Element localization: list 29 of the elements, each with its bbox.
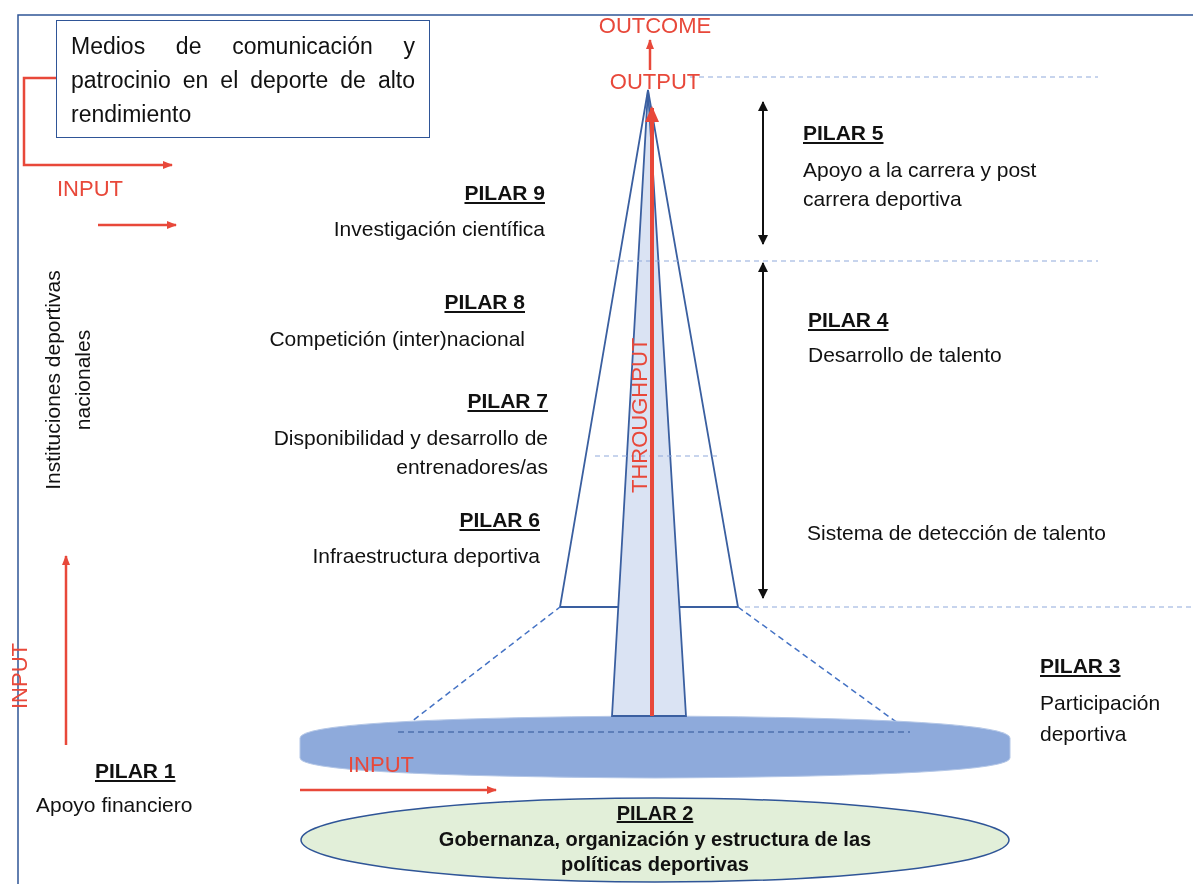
- pillar-heading: PILAR 1: [95, 758, 176, 784]
- flow-label: INPUT: [348, 751, 415, 779]
- pillar-description: Desarrollo de talento: [808, 342, 1003, 368]
- pillar-description: Apoyo financiero: [36, 792, 194, 818]
- pillar-description: Sistema de detección de talento: [807, 520, 1107, 546]
- pillar-description: Gobernanza, organización y estructura de las políticas deportivas: [437, 827, 873, 877]
- arrow: [646, 39, 654, 70]
- arrow: [22, 76, 173, 169]
- pillar-heading: PILAR 5: [803, 120, 884, 146]
- pillar-heading: PILAR 8: [444, 289, 525, 315]
- text-box: Medios de comunicación y patrocinio en el deporte de alto rendimiento: [56, 20, 430, 138]
- pillar-heading: PILAR 3: [1040, 653, 1121, 679]
- pillar-description: Infraestructura deportiva: [311, 543, 540, 569]
- flow-label: THROUGHPUT: [626, 337, 653, 493]
- pillar-description: Disponibilidad y desarrollo de entrenadores/as: [272, 425, 548, 480]
- pillar-heading: PILAR 2: [615, 801, 695, 826]
- pillar-heading: PILAR 7: [467, 388, 548, 414]
- flow-label: INPUT: [6, 643, 33, 709]
- pillar-description: Participación deportiva: [1040, 690, 1162, 747]
- pillar-description: Investigación científica: [332, 216, 545, 242]
- vertical-label: Instituciones deportivas nacionales: [40, 269, 95, 492]
- flow-label: OUTPUT: [598, 66, 712, 98]
- pillar-description: Apoyo a la carrera y post carrera deportiva: [803, 157, 1038, 212]
- flow-label: OUTCOME: [590, 10, 720, 42]
- pillar-heading: PILAR 4: [808, 307, 889, 333]
- pillar-heading: PILAR 6: [459, 507, 540, 533]
- flow-label: INPUT: [57, 175, 124, 203]
- pillar-heading: PILAR 9: [464, 180, 545, 206]
- pillar-description: Competición (inter)nacional: [268, 326, 525, 352]
